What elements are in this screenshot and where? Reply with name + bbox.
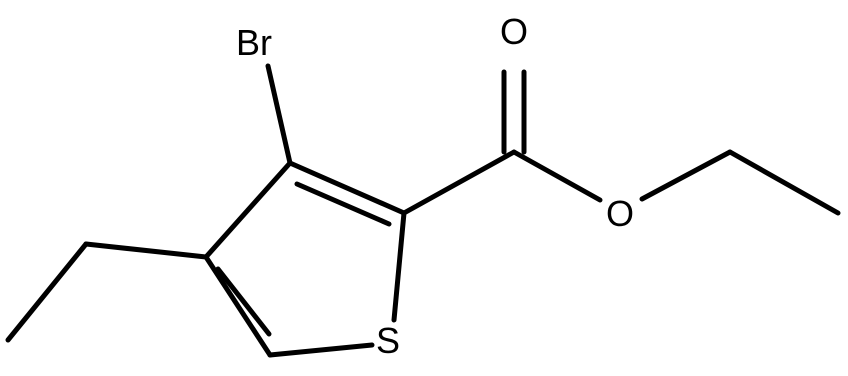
bond-ch2-ch3 xyxy=(727,149,841,216)
bond-ethyl-ch2-c4 xyxy=(83,241,209,260)
carbonyl-oxygen-label: O xyxy=(500,11,528,52)
bond-s-c5 xyxy=(267,342,375,358)
sulfur-label: S xyxy=(376,320,400,361)
bromine-label: Br xyxy=(236,22,272,63)
bond-c3-c2 xyxy=(287,160,407,216)
bond-c3-c2-inner xyxy=(294,181,392,227)
bond-carbonyl-ester-o xyxy=(511,149,603,203)
bond-c4-c3 xyxy=(203,160,293,260)
ester-oxygen-label: O xyxy=(606,193,634,234)
bond-c3-br xyxy=(265,63,293,166)
bond-c5-c4 xyxy=(203,254,273,358)
bond-c5-c4-inner xyxy=(215,266,272,337)
bond-ester-o-ch2 xyxy=(639,149,733,202)
bond-c2-carbonyl xyxy=(401,149,517,216)
bonds xyxy=(5,63,841,358)
bond-c2-s xyxy=(391,210,407,323)
bond-ethyl-ch3-ch2 xyxy=(5,241,89,343)
atom-labels: Br O O S xyxy=(236,11,634,361)
